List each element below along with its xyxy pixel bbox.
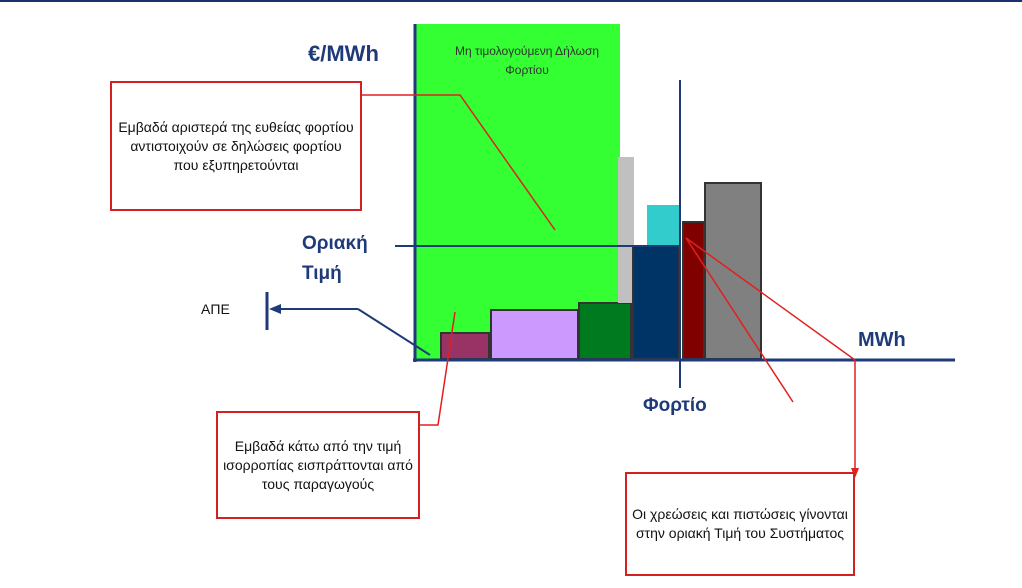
res-arrow [357, 308, 431, 356]
x-axis-label: MWh [858, 329, 906, 351]
leader-left-area [362, 94, 556, 231]
leader-charges-b [685, 237, 856, 472]
supply-block-7 [704, 182, 762, 360]
callout-below-price: Εμβαδά κάτω από την τιμή ισορροπίας εισπ… [216, 411, 420, 519]
leader-charges-arrowhead [851, 468, 859, 478]
top-rule [0, 0, 1022, 2]
marginal-price-label: Οριακή Τιμή [302, 233, 368, 284]
supply-block-4 [632, 245, 680, 360]
res-arrow-head [269, 304, 281, 314]
leader-below-price [420, 311, 456, 426]
supply-block-top [618, 157, 634, 303]
callout-left-area: Εμβαδά αριστερά της ευθείας φορτίου αντι… [110, 81, 362, 211]
leader-charges-a [685, 237, 794, 403]
supply-block-3 [578, 302, 632, 360]
res-label: ΑΠΕ [201, 301, 230, 317]
supply-block-5 [647, 205, 679, 246]
supply-block-2 [490, 309, 579, 360]
y-axis-label: €/MWh [308, 41, 379, 66]
load-label: Φορτίο [643, 395, 707, 416]
green-area-label: Μη τιμολογούμενη Δήλωση Φορτίου [454, 44, 600, 77]
callout-charges: Οι χρεώσεις και πιστώσεις γίνονται στην … [625, 472, 855, 576]
